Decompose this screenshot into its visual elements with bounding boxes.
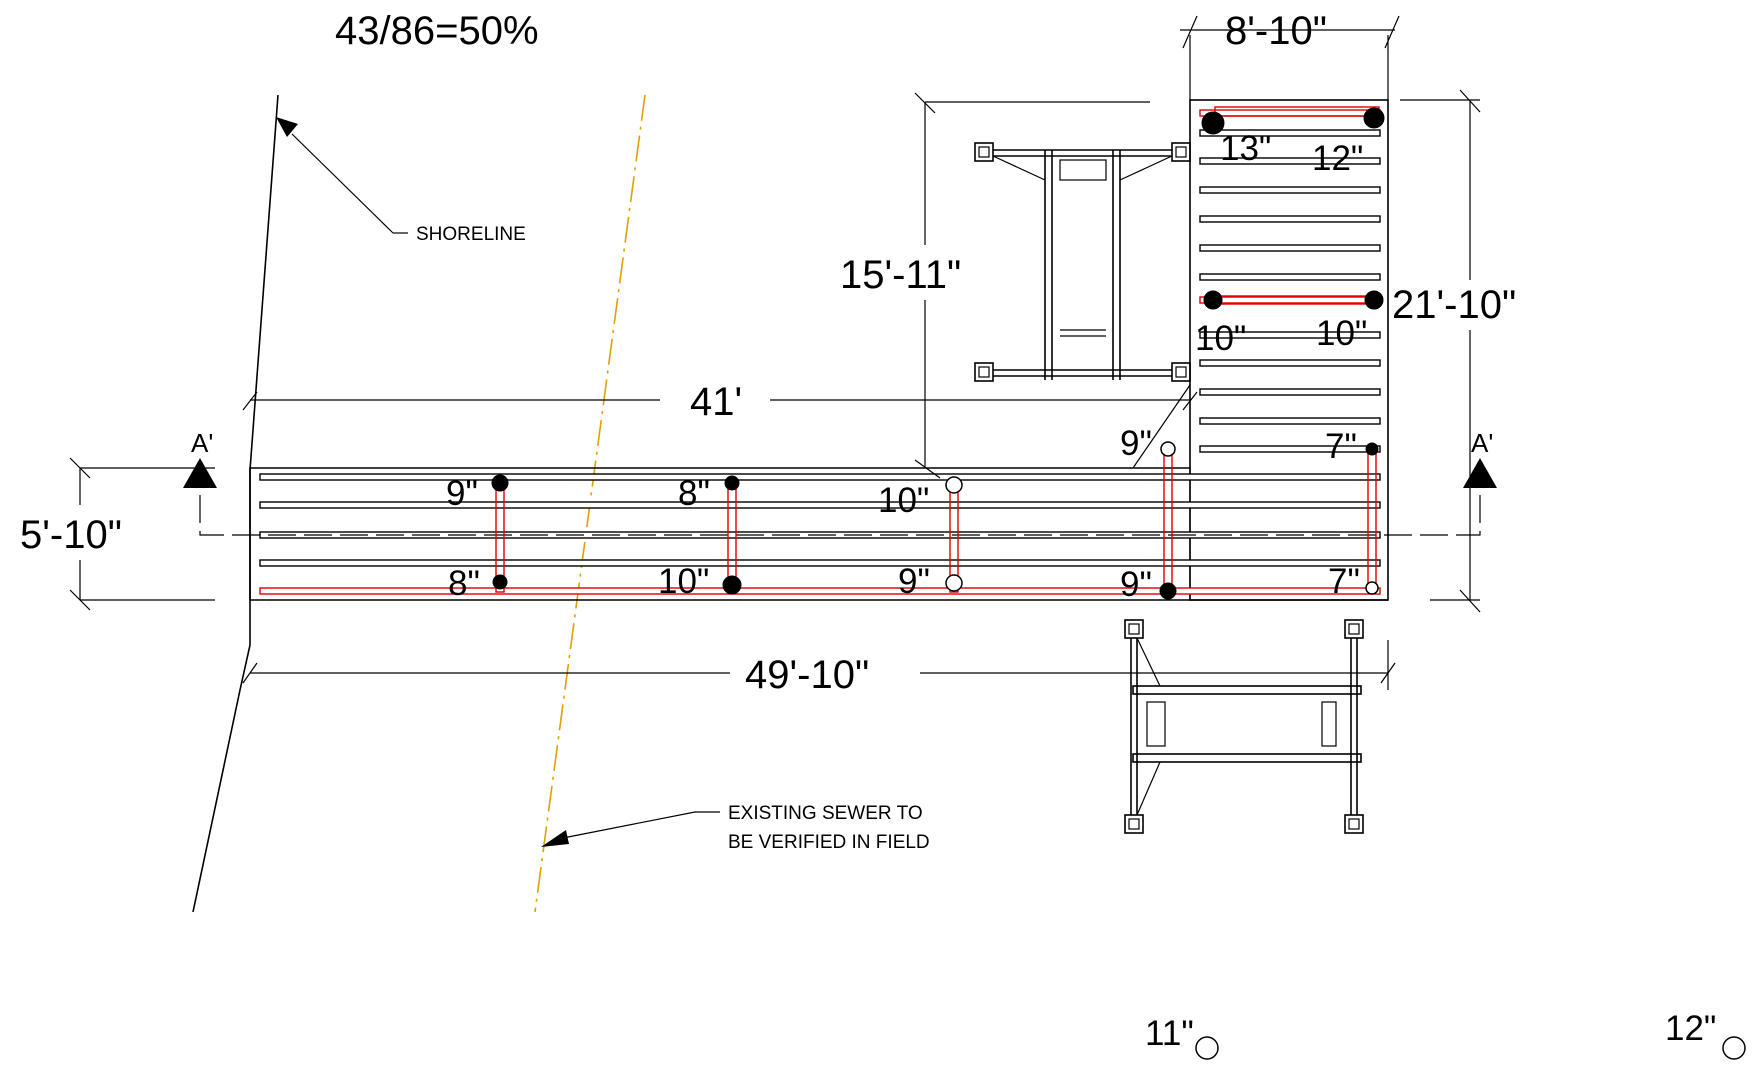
piles: [491, 107, 1746, 1060]
pile-label: 12": [1665, 1009, 1716, 1048]
lower-gangway: [1124, 619, 1364, 834]
section-cut-a: A' A': [183, 428, 1497, 536]
pile-marker: [1722, 1036, 1746, 1060]
pile-label: 9": [898, 562, 930, 601]
pile-marker: [1201, 111, 1225, 135]
pile-labels: 13" 12" 10" 10" 9" 7" 9" 8" 10" 8" 10" 9…: [446, 129, 1716, 1053]
pile-label: 9": [1120, 565, 1152, 604]
pile-marker: [1203, 290, 1223, 310]
pile-label: 7": [1325, 427, 1357, 466]
section-label-right: A': [1471, 428, 1493, 458]
dim-gangway-span: 15'-11": [840, 253, 961, 297]
ratio-label: 43/86=50%: [335, 9, 539, 53]
pile-marker: [1365, 581, 1379, 595]
pile-marker: [1365, 442, 1379, 456]
pile-label: 8": [448, 564, 480, 603]
dim-dock-overall-upper: 41': [690, 380, 742, 424]
pile-marker: [945, 574, 963, 592]
dim-platform-length: 21'-10": [1392, 283, 1516, 327]
sewer-note: EXISTING SEWER TO BE VERIFIED IN FIELD: [541, 803, 930, 853]
pile-label: 8": [678, 474, 710, 513]
pile-label: 9": [1120, 424, 1152, 463]
dim-dock-overall-lower: 49'-10": [745, 653, 869, 697]
pile-label: 11": [1145, 1014, 1194, 1053]
pile-marker: [724, 475, 740, 491]
sewer-note-line1: EXISTING SEWER TO: [728, 803, 923, 824]
pile-marker: [1363, 107, 1385, 129]
pile-label: 12": [1312, 139, 1363, 178]
pile-marker: [1159, 582, 1177, 600]
pile-marker: [1195, 1036, 1219, 1060]
pile-label: 9": [446, 474, 478, 513]
pile-label: 7": [1328, 562, 1360, 601]
shoreline: SHORELINE: [192, 94, 526, 913]
shoreline-label: SHORELINE: [416, 224, 526, 245]
pile-label: 10": [1316, 314, 1367, 353]
pile-marker: [722, 575, 742, 595]
pile-label: 10": [658, 562, 709, 601]
pile-marker: [492, 574, 508, 590]
pile-marker: [1364, 290, 1384, 310]
upper-gangway: [974, 142, 1191, 382]
pile-label: 13": [1220, 129, 1271, 168]
dimension-lines: 8'-10" 15'-11" 21'-10" 41' 5'-10": [20, 9, 1516, 697]
pile-marker: [491, 474, 509, 492]
dim-platform-width: 8'-10": [1225, 9, 1327, 53]
section-label-left: A': [191, 428, 213, 458]
pile-label: 10": [1195, 319, 1246, 358]
pile-marker: [1160, 441, 1176, 457]
pile-ties: [495, 106, 1381, 593]
pile-marker: [945, 476, 963, 494]
pile-label: 10": [878, 481, 929, 520]
dim-dock-width: 5'-10": [20, 513, 122, 557]
sewer-note-line2: BE VERIFIED IN FIELD: [728, 832, 930, 853]
